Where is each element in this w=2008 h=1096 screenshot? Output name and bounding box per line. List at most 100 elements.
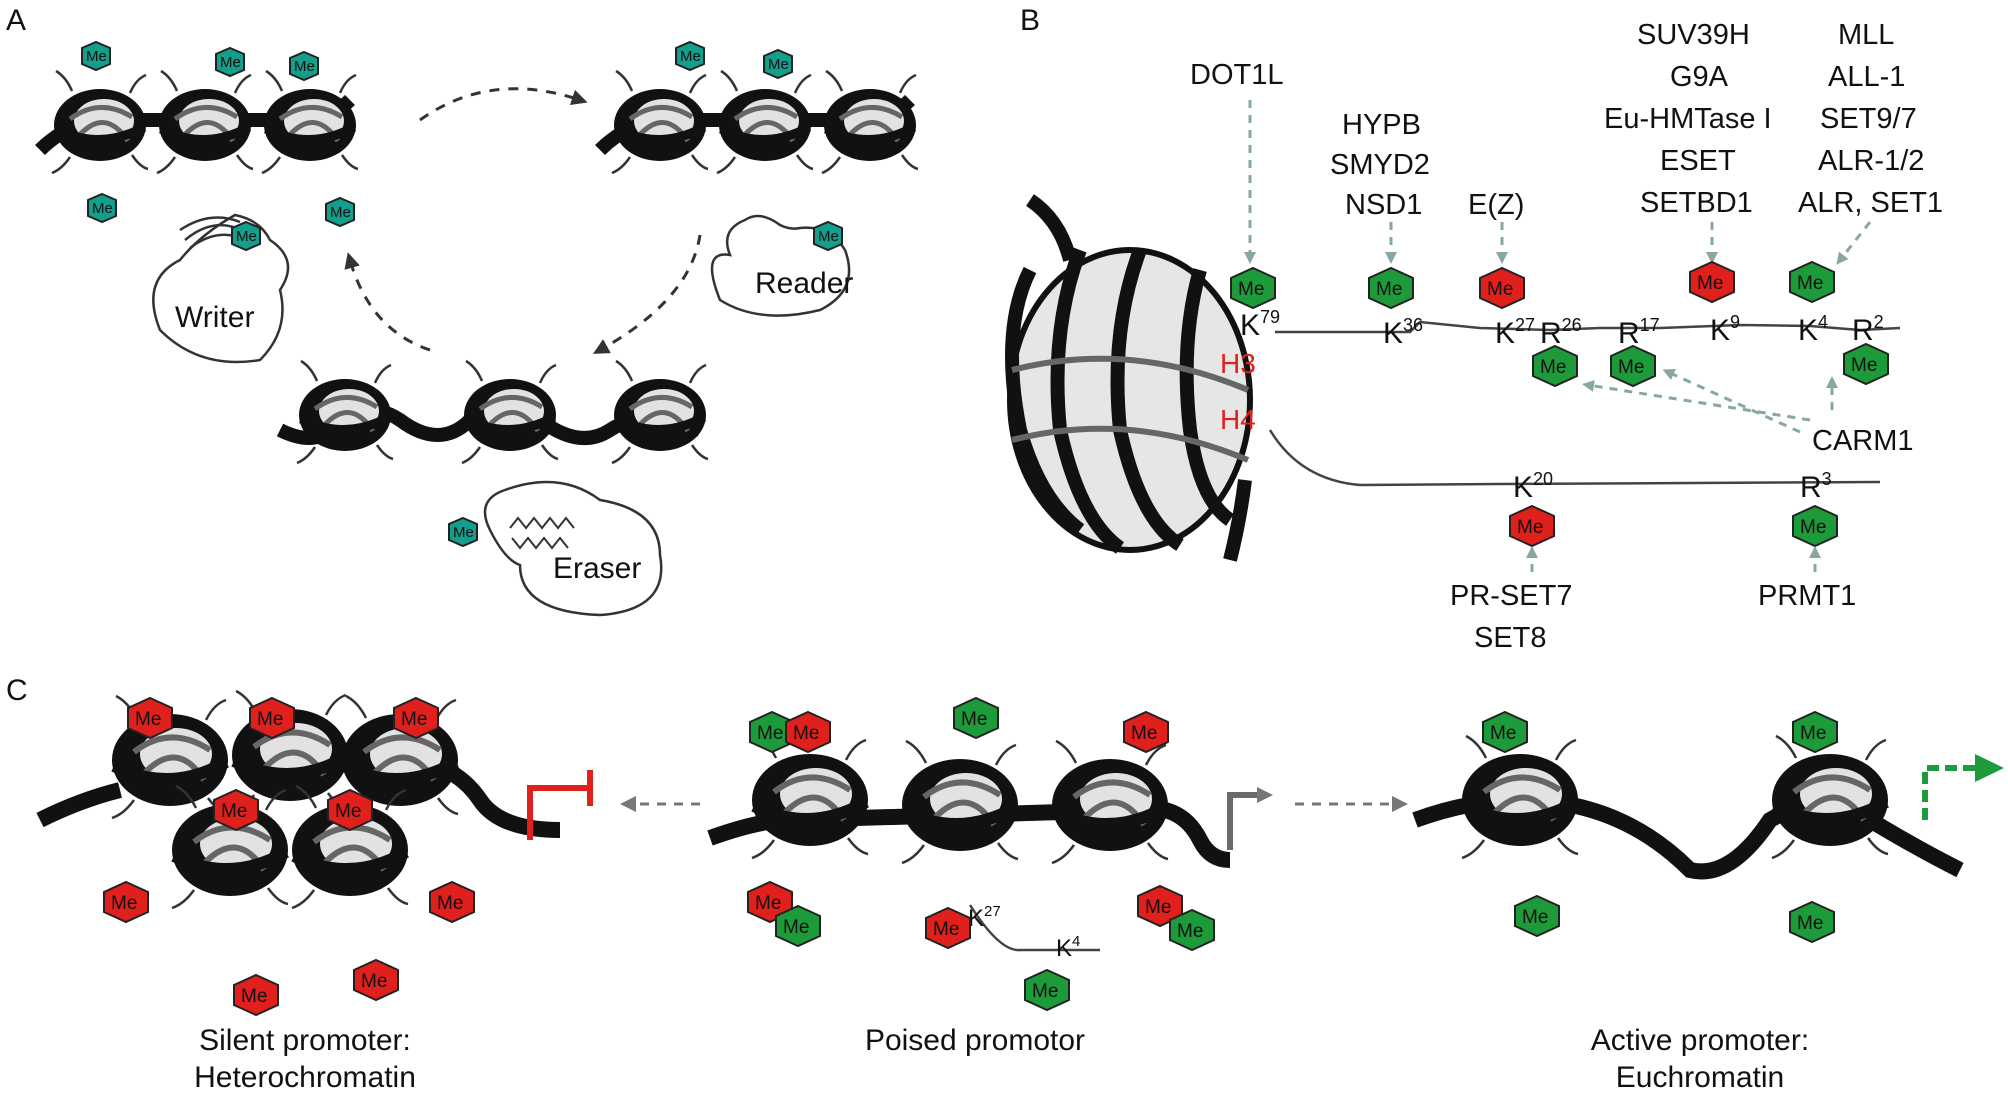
- enzyme-eset: ESET: [1660, 145, 1736, 177]
- poised-promoter-caption: Poised promotor: [865, 1024, 1085, 1057]
- enzyme-hypb: HYPB: [1342, 109, 1421, 141]
- me-hex-red: Me: [353, 958, 399, 1002]
- svg-text:Me: Me: [1618, 357, 1644, 378]
- enzyme-prset7: PR-SET7: [1450, 580, 1572, 612]
- svg-text:Me: Me: [1032, 981, 1058, 1002]
- reader-label: Reader: [755, 267, 853, 300]
- enzyme-smyd2: SMYD2: [1330, 149, 1430, 181]
- me-hex-teal: Me: [215, 46, 245, 78]
- poised-chromatin: K27 K4: [707, 736, 1273, 962]
- me-hex-red: Me: [1137, 884, 1183, 928]
- me-hex-k20: Me: [1509, 504, 1555, 548]
- svg-text:Me: Me: [1851, 355, 1877, 376]
- enzyme-dot1l: DOT1L: [1190, 59, 1283, 91]
- poised-residue-k27: K27: [968, 903, 1001, 932]
- active-promoter-caption: Active promoter:Euchromatin: [1591, 1024, 1809, 1094]
- me-hex-green: Me: [953, 696, 999, 740]
- svg-text:Me: Me: [241, 986, 267, 1007]
- svg-text:Me: Me: [755, 893, 781, 914]
- enzyme-carm1: CARM1: [1812, 425, 1914, 457]
- enzyme-g9a: G9A: [1670, 61, 1729, 93]
- me-hex-r2: Me: [1843, 342, 1889, 386]
- residue-r17: R17: [1618, 315, 1660, 350]
- me-hex-k36: Me: [1368, 266, 1414, 310]
- residue-k36: K36: [1383, 315, 1423, 350]
- me-hex-r17: Me: [1610, 344, 1656, 388]
- enzyme-alr12: ALR-1/2: [1818, 145, 1924, 177]
- enzyme-all1: ALL-1: [1828, 61, 1905, 93]
- me-hex-green: Me: [1792, 710, 1838, 754]
- svg-text:Me: Me: [1145, 897, 1171, 918]
- svg-text:Me: Me: [330, 204, 351, 221]
- svg-text:Me: Me: [220, 54, 241, 71]
- residue-k79: K79: [1240, 307, 1280, 342]
- enzyme-nsd1: NSD1: [1345, 189, 1422, 221]
- enzyme-set97: SET9/7: [1820, 103, 1917, 135]
- heterochromatin-cluster: [36, 691, 593, 908]
- me-hex-teal: Me: [289, 50, 319, 82]
- me-hex-red: Me: [925, 906, 971, 950]
- svg-text:Me: Me: [680, 48, 701, 65]
- svg-text:Me: Me: [1800, 517, 1826, 538]
- svg-text:Me: Me: [1517, 517, 1543, 538]
- me-hex-teal: Me: [231, 220, 261, 252]
- residue-k9: K9: [1710, 312, 1740, 347]
- me-hex-red: Me: [127, 696, 173, 740]
- me-hex-red: Me: [233, 973, 279, 1017]
- enzyme-set8: SET8: [1474, 622, 1547, 654]
- panel-a: Writer Reader Eraser Me Me Me Me Me: [35, 40, 918, 617]
- me-hex-teal: Me: [813, 220, 843, 252]
- svg-text:Me: Me: [1540, 357, 1566, 378]
- svg-text:Me: Me: [111, 893, 137, 914]
- svg-text:Me: Me: [793, 723, 819, 744]
- me-hex-r26: Me: [1532, 344, 1578, 388]
- me-hex-teal: Me: [763, 48, 793, 80]
- enzyme-ez: E(Z): [1468, 189, 1524, 221]
- panel-c: K27 K4 Me Me Me Me Me Me Me Me Me Me Me …: [36, 691, 2004, 1094]
- svg-text:Me: Me: [768, 56, 789, 73]
- residue-r3: R3: [1800, 469, 1832, 504]
- me-hex-red: Me: [393, 696, 439, 740]
- residue-k4: K4: [1798, 312, 1828, 347]
- eraser-label: Eraser: [553, 552, 641, 585]
- me-hex-green: Me: [1482, 710, 1528, 754]
- residue-r2: R2: [1852, 312, 1884, 347]
- svg-text:Me: Me: [1490, 723, 1516, 744]
- svg-text:Me: Me: [236, 228, 257, 245]
- me-hex-teal: Me: [448, 516, 478, 548]
- svg-text:Me: Me: [135, 709, 161, 730]
- me-hex-green: Me: [1789, 900, 1835, 944]
- me-hex-green: Me: [1024, 968, 1070, 1012]
- svg-text:Me: Me: [757, 723, 783, 744]
- residue-r26: R26: [1540, 315, 1582, 350]
- svg-text:Me: Me: [257, 709, 283, 730]
- enzyme-setbd1: SETBD1: [1640, 187, 1753, 219]
- svg-text:Me: Me: [1487, 279, 1513, 300]
- nucleosome-large: H3 H4: [1005, 194, 1256, 562]
- enzyme-mll: MLL: [1838, 19, 1894, 51]
- enzyme-suv39h: SUV39H: [1637, 19, 1750, 51]
- me-hex-red: Me: [429, 880, 475, 924]
- histone-h3-label: H3: [1220, 348, 1256, 379]
- residue-k27: K27: [1495, 315, 1535, 350]
- svg-text:Me: Me: [1177, 921, 1203, 942]
- me-hex-red: Me: [747, 880, 793, 924]
- svg-text:Me: Me: [361, 971, 387, 992]
- svg-text:Me: Me: [961, 709, 987, 730]
- me-hex-red: Me: [213, 788, 259, 832]
- me-hex-k27: Me: [1479, 266, 1525, 310]
- svg-text:Me: Me: [1797, 273, 1823, 294]
- svg-text:Me: Me: [1797, 913, 1823, 934]
- svg-text:Me: Me: [1522, 907, 1548, 928]
- me-hex-k4: Me: [1789, 260, 1835, 304]
- me-hex-red: Me: [103, 880, 149, 924]
- enzyme-alr-set1: ALR, SET1: [1798, 187, 1943, 219]
- me-hex-k79: Me: [1230, 266, 1276, 310]
- enzyme-prmt1: PRMT1: [1758, 580, 1856, 612]
- svg-text:Me: Me: [1697, 273, 1723, 294]
- svg-text:Me: Me: [221, 801, 247, 822]
- me-hex-teal: Me: [81, 40, 111, 72]
- svg-text:Me: Me: [933, 919, 959, 940]
- me-hex-red: Me: [1123, 710, 1169, 754]
